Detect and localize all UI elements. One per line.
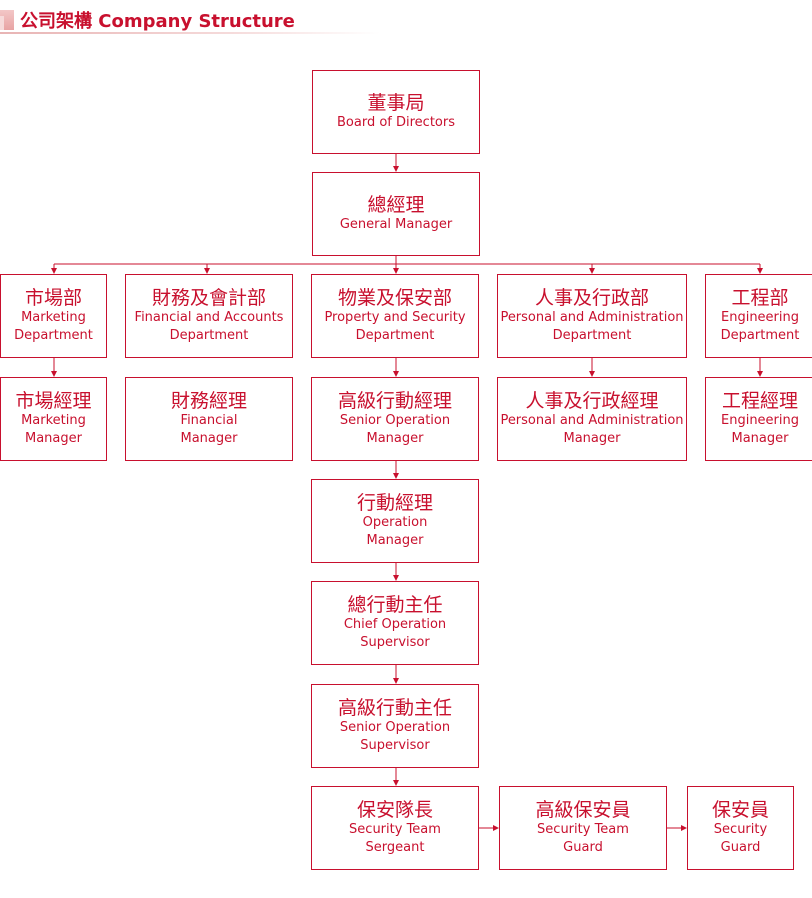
- node-title-en: Security Team: [537, 822, 629, 837]
- node-title-en: General Manager: [339, 217, 453, 232]
- node-title-zh: 高級保安員: [535, 799, 631, 821]
- node-marketing-department: 市場部 Marketing Department: [0, 274, 107, 358]
- node-title-zh: 工程經理: [721, 390, 798, 412]
- node-title-en-line2: Department: [552, 328, 632, 343]
- node-financial-manager: 財務經理 Financial Manager: [125, 377, 293, 461]
- node-title-en-line2: Supervisor: [360, 738, 430, 753]
- node-title-en: Financial and Accounts: [134, 310, 284, 325]
- node-title-en: Engineering: [721, 413, 799, 428]
- node-title-en-line2: Department: [14, 328, 93, 343]
- node-title-en: Marketing: [21, 413, 86, 428]
- node-title-en: Property and Security: [324, 310, 466, 325]
- node-title-en: Personal and Administration: [500, 413, 684, 428]
- node-title-en-line2: Manager: [366, 533, 424, 548]
- node-senior-operation-manager: 高級行動經理 Senior Operation Manager: [311, 377, 479, 461]
- node-marketing-manager: 市場經理 Marketing Manager: [0, 377, 107, 461]
- node-title-zh: 財務經理: [170, 390, 247, 412]
- node-title-en: Board of Directors: [337, 115, 455, 130]
- node-property-security-department: 物業及保安部 Property and Security Department: [311, 274, 479, 358]
- node-title-en: Financial: [180, 413, 238, 428]
- node-title-en: Senior Operation: [339, 413, 451, 428]
- node-title-zh: 保安隊長: [356, 799, 433, 821]
- node-engineering-manager: 工程經理 Engineering Manager: [705, 377, 812, 461]
- node-title-zh: 財務及會計部: [151, 287, 266, 309]
- node-security-guard: 保安員 Security Guard: [687, 786, 794, 870]
- node-title-en-line2: Supervisor: [360, 635, 430, 650]
- node-title-en: Security Team: [349, 822, 441, 837]
- node-title-zh: 總經理: [367, 194, 425, 216]
- node-title-zh: 高級行動經理: [337, 390, 452, 412]
- node-title-en: Operation: [362, 515, 428, 530]
- node-title-en-line2: Manager: [180, 431, 238, 446]
- node-title-en-line2: Sergeant: [365, 840, 425, 855]
- node-title-zh: 人事及行政部: [534, 287, 649, 309]
- node-engineering-department: 工程部 Engineering Department: [705, 274, 812, 358]
- node-financial-department: 財務及會計部 Financial and Accounts Department: [125, 274, 293, 358]
- node-general-manager: 總經理 General Manager: [312, 172, 480, 256]
- node-title-zh: 人事及行政經理: [525, 390, 659, 412]
- node-title-zh: 市場部: [24, 287, 82, 309]
- node-title-zh: 保安員: [711, 799, 769, 821]
- node-personnel-admin-manager: 人事及行政經理 Personal and Administration Mana…: [497, 377, 687, 461]
- node-title-en: Engineering: [721, 310, 799, 325]
- node-chief-operation-supervisor: 總行動主任 Chief Operation Supervisor: [311, 581, 479, 665]
- node-title-en: Senior Operation: [339, 720, 451, 735]
- node-title-en-line2: Guard: [720, 840, 761, 855]
- header-underline: [0, 32, 380, 34]
- node-title-en-line2: Manager: [563, 431, 621, 446]
- node-board-of-directors: 董事局 Board of Directors: [312, 70, 480, 154]
- node-title-en-line2: Manager: [25, 431, 82, 446]
- node-personnel-admin-department: 人事及行政部 Personal and Administration Depar…: [497, 274, 687, 358]
- node-title-en-line2: Manager: [731, 431, 789, 446]
- node-senior-operation-supervisor: 高級行動主任 Senior Operation Supervisor: [311, 684, 479, 768]
- node-title-en-line2: Department: [720, 328, 800, 343]
- page-title: 公司架構 Company Structure: [20, 11, 295, 32]
- node-title-en-line2: Department: [169, 328, 249, 343]
- node-title-zh: 董事局: [367, 92, 425, 114]
- node-title-en: Personal and Administration: [500, 310, 684, 325]
- page-header: 公司架構 Company Structure: [0, 0, 812, 40]
- node-title-zh: 物業及保安部: [337, 287, 452, 309]
- node-senior-security-guard: 高級保安員 Security Team Guard: [499, 786, 667, 870]
- header-decoration: [0, 10, 14, 30]
- node-title-en: Security: [713, 822, 768, 837]
- node-title-en: Marketing: [21, 310, 86, 325]
- node-title-zh: 高級行動主任: [337, 697, 452, 719]
- node-title-zh: 工程部: [731, 287, 789, 309]
- node-title-en-line2: Manager: [366, 431, 424, 446]
- node-title-zh: 行動經理: [356, 492, 433, 514]
- node-title-zh: 市場經理: [15, 390, 92, 412]
- node-title-en: Chief Operation: [343, 617, 447, 632]
- node-title-en-line2: Guard: [563, 840, 603, 855]
- node-security-team-sergeant: 保安隊長 Security Team Sergeant: [311, 786, 479, 870]
- node-operation-manager: 行動經理 Operation Manager: [311, 479, 479, 563]
- node-title-en-line2: Department: [355, 328, 435, 343]
- node-title-zh: 總行動主任: [347, 594, 443, 616]
